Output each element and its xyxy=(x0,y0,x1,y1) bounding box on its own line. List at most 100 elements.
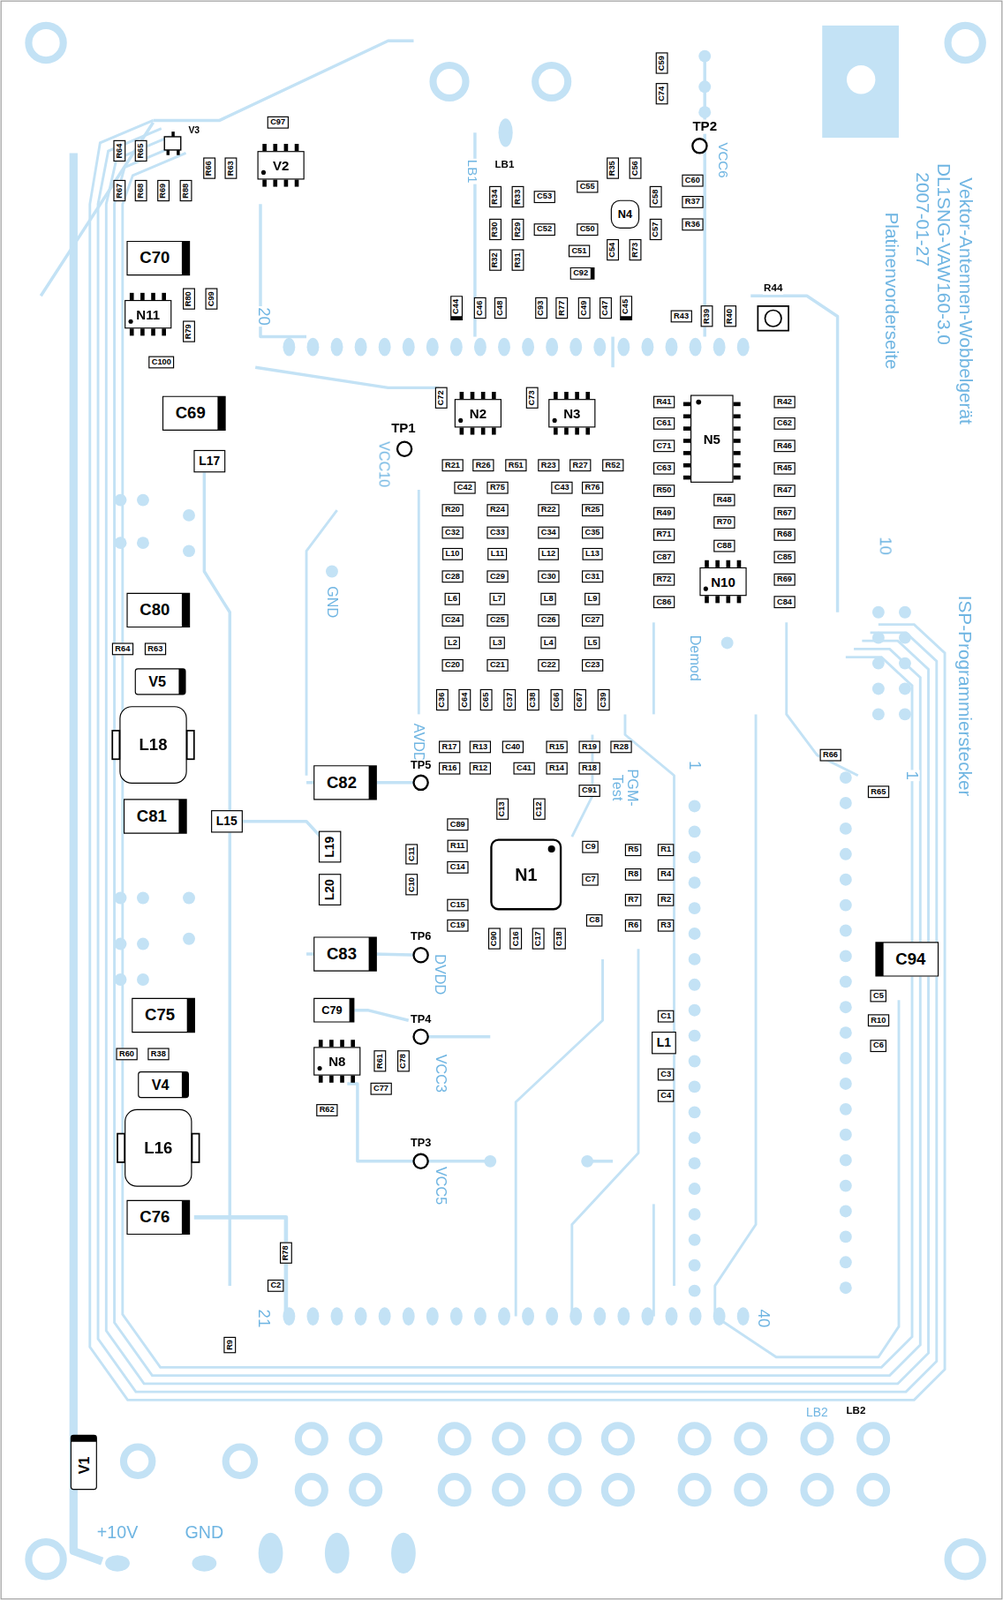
part-name: R23 xyxy=(541,461,557,470)
part-name: C71 xyxy=(656,442,672,451)
part-name: C27 xyxy=(584,616,600,625)
part-name: L16 xyxy=(143,1140,173,1158)
smd-part-footprint: C93 xyxy=(535,297,548,319)
part-name: C54 xyxy=(608,242,617,258)
smd-part-footprint: C60 xyxy=(681,174,703,188)
part-name: R69 xyxy=(776,575,792,584)
copper-text: ISP-Programmierstecker xyxy=(954,594,974,798)
smd-part-footprint: C21 xyxy=(486,659,508,672)
solder-pad xyxy=(688,800,702,814)
part-name: R34 xyxy=(490,189,499,205)
copper-trace xyxy=(417,490,421,715)
ic-pin xyxy=(328,1075,333,1083)
smd-part-footprint: R51 xyxy=(505,459,527,472)
smd-part-footprint: R64 xyxy=(113,140,126,162)
smd-part-footprint: R64 xyxy=(112,642,134,656)
solder-pad xyxy=(136,973,150,987)
inductor-pad xyxy=(116,1133,124,1162)
copper-text: 40 xyxy=(754,1308,771,1329)
part-name: C89 xyxy=(450,821,466,830)
smd-part-footprint: C39 xyxy=(597,689,611,711)
part-name: C34 xyxy=(541,528,557,537)
ic-pin xyxy=(469,391,475,399)
through-hole-pad xyxy=(948,1542,983,1577)
solder-pad xyxy=(688,851,702,864)
copper-text: 1 xyxy=(686,760,703,772)
test-point xyxy=(414,948,429,963)
inductor-pad xyxy=(186,730,194,759)
smd-part-footprint: R23 xyxy=(537,459,559,472)
part-name: C97 xyxy=(270,118,286,127)
part-name: R29 xyxy=(513,222,522,238)
part-name: C18 xyxy=(555,931,564,947)
smd-part-footprint: L3 xyxy=(489,637,506,650)
smd-part-footprint: C28 xyxy=(442,570,464,583)
solder-pad xyxy=(569,1307,582,1327)
copper-trace xyxy=(702,60,706,337)
copper-trace xyxy=(194,1217,287,1317)
smd-part-footprint: R28 xyxy=(610,740,632,754)
smd-part-footprint: C54 xyxy=(606,239,619,261)
solder-pad xyxy=(593,338,606,357)
solder-pad xyxy=(182,544,196,558)
smd-part-footprint: C48 xyxy=(494,297,507,319)
part-name: C31 xyxy=(584,573,600,581)
ic-pin xyxy=(262,179,267,187)
part-name: C51 xyxy=(571,247,587,256)
solder-pad xyxy=(617,1307,630,1327)
smd-part-footprint: C38 xyxy=(527,689,540,711)
part-name: C66 xyxy=(552,693,561,709)
smd-part-footprint: R27 xyxy=(569,459,591,472)
silkscreen-label: V3 xyxy=(187,126,201,136)
smd-part-footprint: R49 xyxy=(653,507,675,521)
solder-pad xyxy=(839,1129,853,1142)
smd-part-footprint: R68 xyxy=(135,180,148,202)
part-name: C79 xyxy=(321,1004,342,1017)
part-name: R62 xyxy=(319,1106,335,1115)
ic-pin xyxy=(350,1040,355,1048)
solder-pad xyxy=(872,632,885,645)
part-name: R7 xyxy=(627,896,639,905)
transistor-footprint: N4 xyxy=(610,200,640,229)
ic-pin xyxy=(490,391,496,399)
smd-part-footprint: C26 xyxy=(537,614,559,627)
smd-part-footprint: R61 xyxy=(373,1051,386,1073)
sot23-pin xyxy=(171,131,174,137)
smd-part-footprint: C92 xyxy=(570,267,595,280)
part-name: R41 xyxy=(656,398,672,407)
ic-pin xyxy=(682,426,690,431)
part-name: R48 xyxy=(716,496,732,505)
part-name: C12 xyxy=(535,801,543,817)
part-name: C87 xyxy=(656,553,672,562)
solder-pad xyxy=(136,494,150,507)
solder-pad xyxy=(872,657,885,671)
part-name: C3 xyxy=(660,1070,672,1079)
smd-part-footprint: C51 xyxy=(568,245,590,258)
silkscreen-label: R44 xyxy=(762,283,785,295)
copper-text: +10V xyxy=(96,1523,140,1543)
part-name: C61 xyxy=(656,419,672,428)
solder-pad xyxy=(839,1282,853,1295)
inductor-footprint: L20 xyxy=(318,874,341,906)
solder-pad xyxy=(498,118,513,147)
ic-pin xyxy=(459,391,464,399)
smd-part-footprint: C11 xyxy=(405,844,418,865)
copper-area xyxy=(822,25,899,138)
smd-part-footprint: R10 xyxy=(867,1014,890,1027)
smd-part-footprint: C45 xyxy=(619,295,633,320)
part-name: R14 xyxy=(549,764,565,773)
smd-part-footprint: R37 xyxy=(681,196,703,209)
smd-part-footprint: C65 xyxy=(480,689,493,711)
smd-part-footprint: C59 xyxy=(656,52,669,75)
part-name: L12 xyxy=(541,550,556,559)
smd-part-footprint: R41 xyxy=(653,396,675,409)
part-name: C7 xyxy=(585,875,596,884)
part-name: R65 xyxy=(136,143,145,159)
part-name: C24 xyxy=(444,616,461,625)
solder-pad xyxy=(688,902,702,915)
through-hole-pad xyxy=(432,65,466,99)
part-name: L8 xyxy=(543,595,554,604)
test-point xyxy=(414,776,429,791)
part-name: R37 xyxy=(685,197,701,206)
